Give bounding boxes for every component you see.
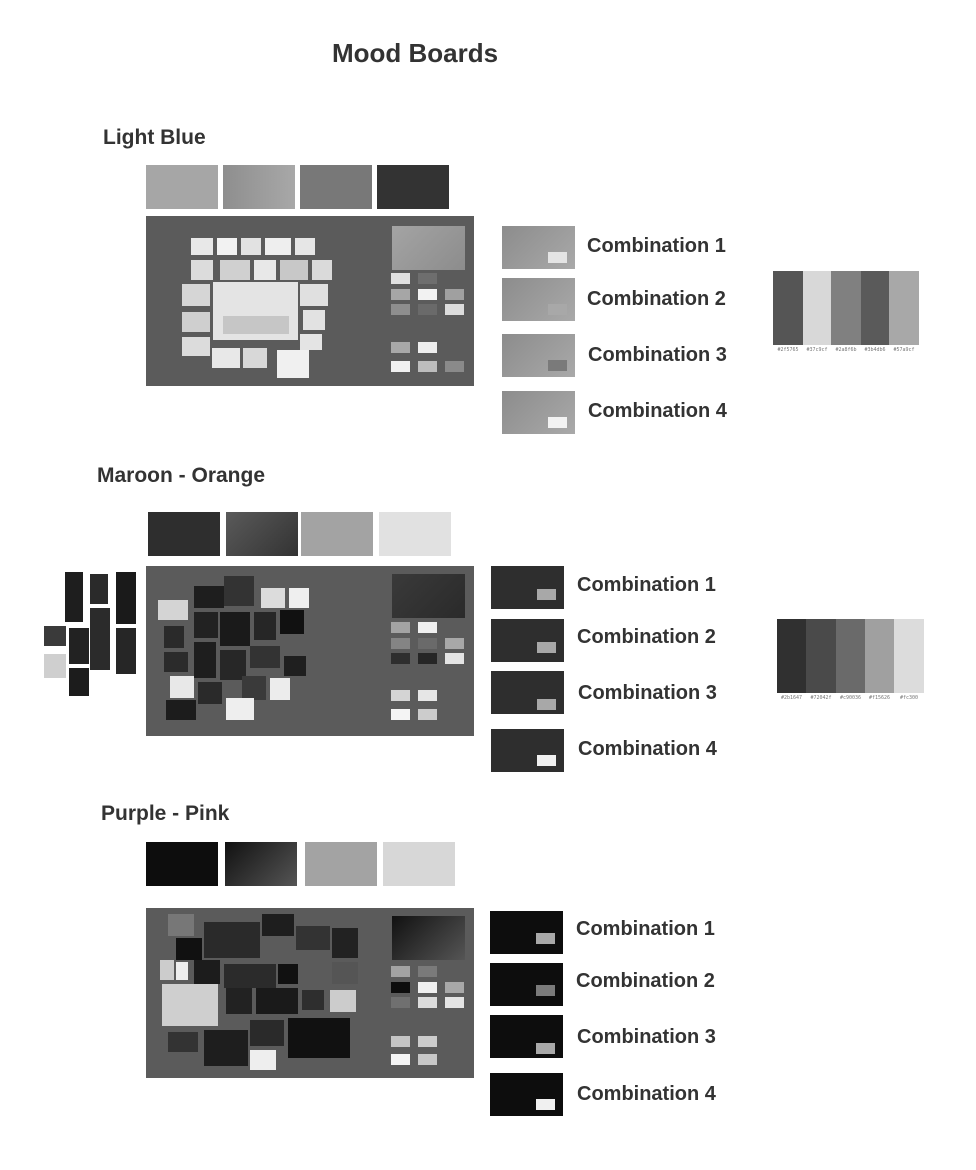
swatch-purple-pink-4 [383,842,455,886]
combination-label: Combination 3 [577,1026,716,1048]
swatch-maroon-orange-1 [148,512,220,556]
palette-hex: #37c9cf [806,347,828,353]
swatch-light-blue-2 [223,165,295,209]
combination-label: Combination 1 [587,235,726,257]
swatch-light-blue-3 [300,165,372,209]
section-title-light-blue: Light Blue [103,126,206,149]
mood-board-light-blue [146,216,474,386]
swatch-maroon-orange-3 [301,512,373,556]
combination-thumb-light-blue-1 [502,226,575,269]
palette-hex: #fc300 [899,695,919,701]
combination-thumb-purple-pink-4 [490,1073,563,1116]
page-title: Mood Boards [332,38,499,68]
swatch-light-blue-4 [377,165,449,209]
combination-label: Combination 1 [577,574,716,596]
combination-thumb-purple-pink-3 [490,1015,563,1058]
swatch-purple-pink-3 [305,842,377,886]
combination-thumb-light-blue-3 [502,334,575,377]
palette-hex: #3b4db6 [864,347,886,353]
palette-hex: #c90036 [839,695,862,701]
palette-hex: #2a8f6b [835,347,857,353]
combination-label: Combination 4 [588,400,727,422]
combination-thumb-maroon-orange-2 [491,619,564,662]
combination-label: Combination 2 [587,288,726,310]
combination-thumb-maroon-orange-4 [491,729,564,772]
swatch-maroon-orange-4 [379,512,451,556]
swatch-maroon-orange-2 [226,512,298,556]
combination-thumb-purple-pink-2 [490,963,563,1006]
side-collage-maroon-orange [44,572,138,697]
combination-label: Combination 4 [578,738,717,760]
palette-hex: #2b1647 [780,695,803,701]
combination-label: Combination 1 [576,918,715,940]
section-title-purple-pink: Purple - Pink [101,802,230,825]
palette-hex: #f15626 [868,695,891,701]
color-palette-maroon-orange: #2b1647 #72042f #c90036 #f15626 #fc300 [777,619,924,701]
palette-hex: #72042f [810,695,832,701]
palette-hex: #57a9cf [893,347,915,353]
mood-board-maroon-orange [146,566,474,736]
combination-thumb-light-blue-2 [502,278,575,321]
swatch-light-blue-1 [146,165,218,209]
combination-thumb-purple-pink-1 [490,911,563,954]
section-title-maroon-orange: Maroon - Orange [97,464,266,487]
combination-label: Combination 2 [577,626,716,648]
combination-label: Combination 3 [588,344,727,366]
combination-label: Combination 4 [577,1083,716,1105]
combination-label: Combination 2 [576,970,715,992]
combination-thumb-light-blue-4 [502,391,575,434]
swatch-purple-pink-2 [225,842,297,886]
mood-board-purple-pink [146,908,474,1078]
combination-thumb-maroon-orange-1 [491,566,564,609]
combination-thumb-maroon-orange-3 [491,671,564,714]
swatch-purple-pink-1 [146,842,218,886]
palette-hex: #2f5765 [777,347,799,353]
color-palette-light-blue: #2f5765 #37c9cf #2a8f6b #3b4db6 #57a9cf [773,271,919,353]
combination-label: Combination 3 [578,682,717,704]
